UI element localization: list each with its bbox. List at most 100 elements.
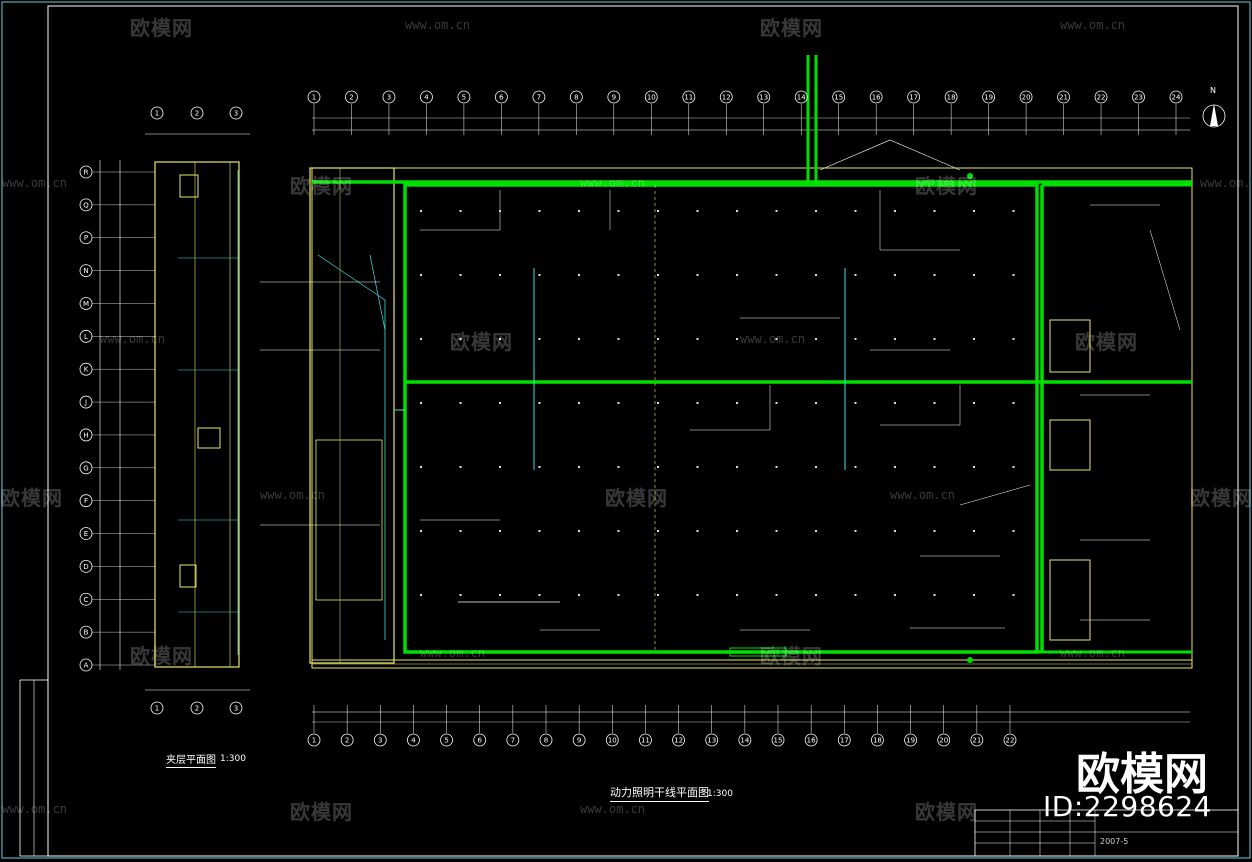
grid-axis-bubble: 23	[1132, 90, 1145, 104]
grid-axis-bubble: 22	[1003, 733, 1017, 747]
axis-label: H	[83, 431, 88, 439]
light-fixture	[854, 466, 857, 468]
axis-label: 11	[641, 737, 650, 745]
axis-label: G	[83, 464, 88, 472]
watermark-brand: 欧模网	[915, 174, 978, 198]
light-fixture	[578, 466, 580, 468]
light-fixture	[499, 402, 501, 404]
watermark-url: www.om.cn	[890, 488, 956, 502]
light-fixture	[578, 594, 580, 596]
lighting-fixture-grid	[420, 210, 1015, 596]
light-fixture	[538, 594, 541, 596]
north-label: N	[1210, 86, 1216, 95]
axis-label: 20	[939, 737, 948, 745]
watermark-brand: 欧模网	[130, 16, 193, 40]
watermark-url: www.om.cn	[580, 176, 646, 190]
axis-label: K	[84, 366, 89, 374]
axis-label: 1	[155, 110, 159, 118]
axis-label: 17	[909, 94, 918, 102]
axis-label: 8	[574, 94, 578, 102]
grid-axis-bubble: 14	[738, 733, 752, 747]
light-fixture	[854, 594, 857, 596]
light-fixture	[420, 594, 422, 596]
grid-axis-bubble: A	[79, 658, 93, 672]
light-fixture	[854, 338, 857, 340]
watermark-url: www.om.cn	[260, 488, 326, 502]
light-fixture	[617, 466, 620, 468]
grid-axis-bubble: 21	[970, 733, 984, 747]
axis-label: 15	[834, 94, 843, 102]
grid-axis-bubble: 12	[719, 90, 733, 104]
light-fixture	[815, 274, 817, 276]
grid-axis-bubble: 16	[869, 90, 883, 104]
light-fixture	[1012, 402, 1015, 404]
grid-axis-bubble: 10	[644, 90, 658, 104]
light-fixture	[894, 530, 896, 532]
light-fixture	[973, 274, 975, 276]
axis-label: 21	[1059, 94, 1068, 102]
light-fixture	[815, 210, 817, 212]
axis-label: D	[83, 563, 88, 571]
grid-axis-bubble: 20	[1019, 90, 1033, 104]
grid-axis-bubble: 1	[307, 733, 321, 747]
side-plan	[99, 133, 250, 691]
main-plan-title: 动力照明干线平面图	[610, 784, 709, 802]
light-fixture	[459, 338, 462, 340]
grid-axis-bubble: M	[79, 297, 93, 310]
light-fixture	[894, 210, 896, 212]
light-fixture	[1012, 466, 1015, 468]
axis-label: 3	[234, 110, 238, 118]
grid-axis-bubble: 5	[440, 733, 453, 747]
grid-axis-bubble: 14	[794, 90, 808, 104]
light-fixture	[815, 466, 817, 468]
watermark-brand: 欧模网	[915, 800, 978, 824]
light-fixture	[459, 274, 462, 276]
light-fixture	[775, 210, 778, 212]
brand-logo-text: 欧模网	[1076, 749, 1208, 800]
watermark-url: www.om.cn	[405, 18, 471, 32]
grid-axis-bubble: 17	[907, 90, 921, 104]
axis-label: 16	[807, 737, 816, 745]
grid-axis-bubble: F	[79, 494, 93, 508]
axis-label: M	[83, 300, 89, 308]
axis-label: 22	[1006, 737, 1015, 745]
light-fixture	[696, 466, 699, 468]
watermark-brand: 欧模网	[290, 174, 353, 198]
light-fixture	[657, 530, 659, 532]
grid-axis-bubble: 19	[982, 90, 996, 104]
grid-axis-bubble: 3	[373, 733, 387, 747]
light-fixture	[459, 530, 462, 532]
axis-label: 13	[707, 737, 716, 745]
light-fixture	[933, 274, 936, 276]
axis-label: J	[84, 399, 87, 407]
axis-label: 5	[462, 94, 466, 102]
light-fixture	[775, 338, 778, 340]
grid-axis-bubble: H	[79, 428, 93, 442]
light-fixture	[499, 274, 501, 276]
grid-axis-bubble: 1	[150, 701, 164, 715]
grid-axis-bubble: N	[79, 264, 93, 278]
light-fixture	[894, 338, 896, 340]
light-fixture	[1012, 594, 1015, 596]
light-fixture	[420, 274, 422, 276]
grid-axis-bubble: D	[79, 560, 93, 573]
light-fixture	[775, 594, 778, 596]
watermark-url: www.om.cn	[1200, 176, 1252, 190]
light-fixture	[657, 594, 659, 596]
light-fixture	[538, 338, 541, 340]
watermark-brand: 欧模网	[0, 486, 63, 510]
light-fixture	[617, 210, 620, 212]
axis-label: 7	[511, 737, 515, 745]
watermark-brand: 欧模网	[760, 16, 823, 40]
light-fixture	[933, 402, 936, 404]
grid-axis-bubble: B	[79, 625, 93, 639]
grid-axis-bubble: L	[79, 329, 93, 343]
watermark-brand: 欧模网	[760, 644, 823, 668]
grid-axis-bubble: E	[79, 527, 93, 540]
light-fixture	[736, 594, 738, 596]
axis-label: 22	[1097, 94, 1106, 102]
axis-label: 1	[312, 94, 316, 102]
